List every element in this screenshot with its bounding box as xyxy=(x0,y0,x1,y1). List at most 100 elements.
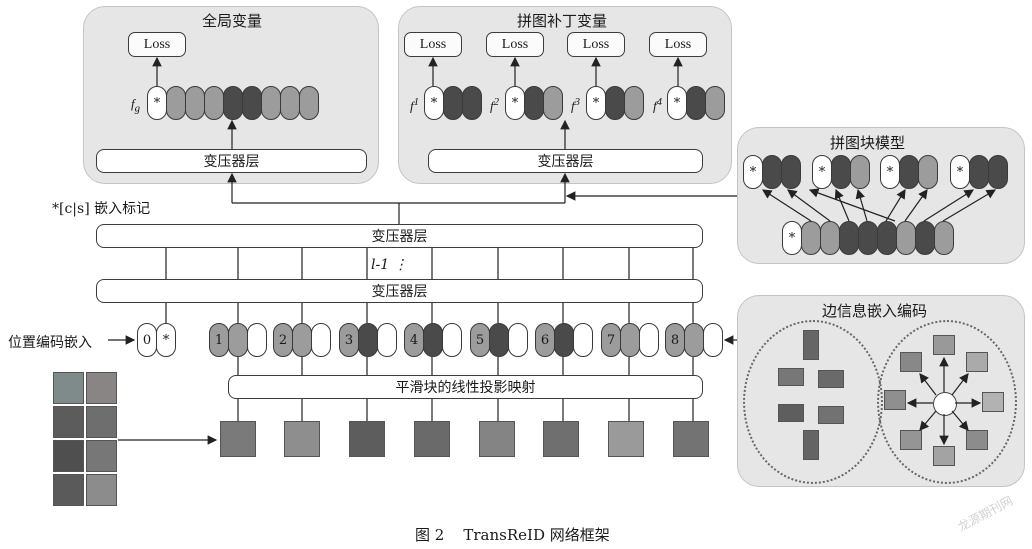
jigsaw-cls-token: * xyxy=(743,155,763,189)
position-token-3: 3 xyxy=(339,323,359,357)
patch-embed-token xyxy=(703,323,723,357)
global-feature-label: fg xyxy=(131,96,141,115)
patch-embed-token xyxy=(508,323,528,357)
position-token-0: 0 xyxy=(137,323,157,357)
image-patch xyxy=(86,440,117,472)
viewpoint-thumbnail xyxy=(966,352,988,372)
position-token-2: 2 xyxy=(273,323,293,357)
patch-panel-title: 拼图补丁变量 xyxy=(517,12,608,30)
viewpoint-thumbnail xyxy=(982,392,1004,412)
patch-feature-label-1: f1 xyxy=(410,96,420,114)
flattened-patch xyxy=(220,421,256,457)
patch-token xyxy=(524,86,544,120)
image-patch xyxy=(53,372,84,404)
image-patch xyxy=(86,406,117,438)
sie-panel-title: 边信息嵌入编码 xyxy=(822,302,928,320)
global-transformer-layer: 变压器层 xyxy=(96,149,367,173)
jigsaw-source-token xyxy=(915,221,935,255)
flattened-patch xyxy=(673,421,709,457)
position-token-6: 6 xyxy=(535,323,555,357)
viewpoint-thumbnail xyxy=(966,430,988,450)
patch-embed-token xyxy=(573,323,593,357)
position-token-4: 4 xyxy=(404,323,424,357)
jigsaw-source-token xyxy=(877,221,897,255)
patch-embed-token xyxy=(554,323,574,357)
input-image-grid xyxy=(53,372,117,506)
flattened-patch xyxy=(543,421,579,457)
patch-loss-box-3: Loss xyxy=(567,32,625,57)
top-transformer-layer: 变压器层 xyxy=(96,224,703,248)
patch-loss-box-4: Loss xyxy=(649,32,707,57)
jigsaw-token xyxy=(918,155,938,189)
patch-embed-token xyxy=(489,323,509,357)
position-token-1: 1 xyxy=(209,323,229,357)
jigsaw-source-token xyxy=(801,221,821,255)
patch-embed-token xyxy=(620,323,640,357)
viewpoint-thumbnail xyxy=(933,335,955,355)
patch-token xyxy=(705,86,725,120)
global-token xyxy=(261,86,281,120)
camera-thumbnail xyxy=(803,430,819,460)
image-patch xyxy=(86,372,117,404)
global-loss-box: Loss xyxy=(128,32,186,57)
cls-token: * xyxy=(156,323,176,357)
patch-token xyxy=(686,86,706,120)
repeat-layers-label: l-1 ⋮ xyxy=(371,257,408,273)
global-token xyxy=(242,86,262,120)
jigsaw-token xyxy=(762,155,782,189)
patch-cls-token-2: * xyxy=(505,86,525,120)
patch-token xyxy=(443,86,463,120)
linear-projection-layer: 平滑块的线性投影映射 xyxy=(228,375,703,399)
image-patch xyxy=(53,474,84,506)
patch-transformer-layer: 变压器层 xyxy=(428,149,703,173)
image-patch xyxy=(53,440,84,472)
jigsaw-source-token xyxy=(858,221,878,255)
jigsaw-token xyxy=(988,155,1008,189)
global-token xyxy=(299,86,319,120)
flattened-patch xyxy=(608,421,644,457)
patch-embed-token xyxy=(684,323,704,357)
patch-embed-token xyxy=(377,323,397,357)
jigsaw-panel-title: 拼图块模型 xyxy=(830,134,906,152)
viewpoint-thumbnail xyxy=(884,390,906,410)
global-token xyxy=(166,86,186,120)
patch-cls-token-4: * xyxy=(667,86,687,120)
image-patch xyxy=(86,474,117,506)
jigsaw-cls-token: * xyxy=(812,155,832,189)
jigsaw-cls-token: * xyxy=(880,155,900,189)
position-embedding-label: 位置编码嵌入 xyxy=(8,335,92,351)
image-patch xyxy=(53,406,84,438)
global-panel-title: 全局变量 xyxy=(202,12,263,30)
jigsaw-token xyxy=(850,155,870,189)
jigsaw-token xyxy=(781,155,801,189)
camera-thumbnail xyxy=(778,404,804,422)
global-token xyxy=(223,86,243,120)
position-token-7: 7 xyxy=(601,323,621,357)
patch-token xyxy=(605,86,625,120)
position-token-8: 8 xyxy=(665,323,685,357)
flattened-patch xyxy=(284,421,320,457)
figure-caption: 图 2 TransReID 网络框架 xyxy=(415,526,610,544)
position-token-5: 5 xyxy=(470,323,490,357)
camera-thumbnail xyxy=(818,406,844,424)
jigsaw-token xyxy=(969,155,989,189)
jigsaw-source-token xyxy=(839,221,859,255)
global-token xyxy=(204,86,224,120)
jigsaw-token xyxy=(831,155,851,189)
flattened-patch xyxy=(349,421,385,457)
camera-thumbnail xyxy=(803,330,819,360)
watermark: 龙源期刊网 xyxy=(955,493,1016,535)
bottom-transformer-layer: 变压器层 xyxy=(96,279,703,303)
patch-embed-token xyxy=(358,323,378,357)
patch-feature-label-2: f2 xyxy=(490,96,500,114)
patch-cls-token-1: * xyxy=(424,86,444,120)
viewpoint-thumbnail xyxy=(900,352,922,372)
viewpoint-thumbnail xyxy=(933,446,955,466)
jigsaw-source-token xyxy=(896,221,916,255)
flattened-patch xyxy=(479,421,515,457)
patch-embed-token xyxy=(292,323,312,357)
camera-thumbnail xyxy=(778,368,804,386)
patch-embed-token xyxy=(228,323,248,357)
patch-feature-label-3: f3 xyxy=(571,96,581,114)
patch-feature-label-4: f4 xyxy=(653,96,663,114)
